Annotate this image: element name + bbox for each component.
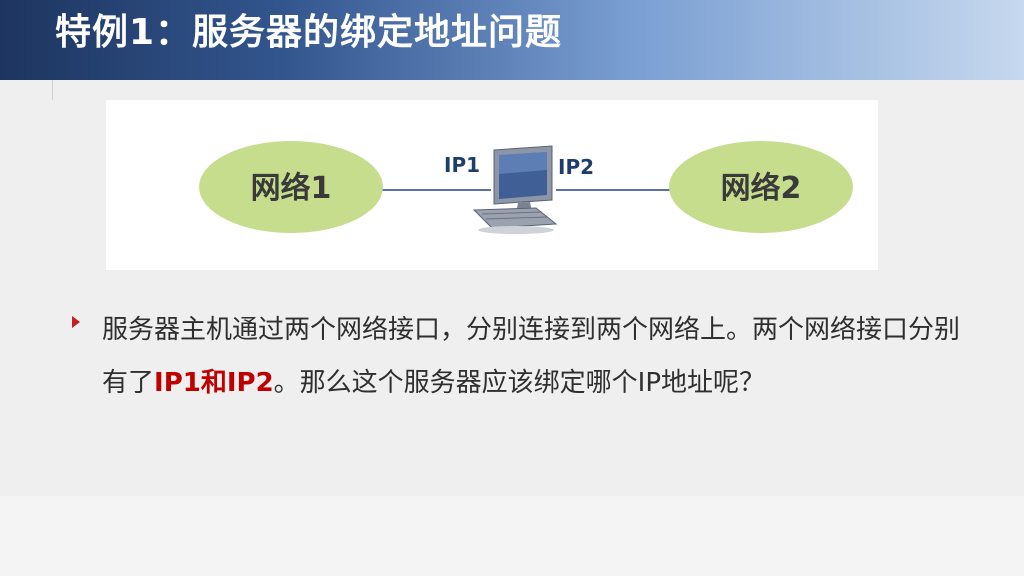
footer-band [0, 496, 1024, 576]
network1-ellipse [199, 141, 383, 233]
network2-label: 网络2 [721, 171, 802, 206]
computer-icon [472, 145, 558, 234]
bullet-text-part1: 服务器主机通过两个网络接口，分别连接到两个网络上。两个网络接口分别有了 [102, 315, 961, 398]
bullet-text: 服务器主机通过两个网络接口，分别连接到两个网络上。两个网络接口分别有了IP1和I… [102, 304, 962, 410]
network2-ellipse [669, 141, 853, 233]
network1-label: 网络1 [251, 171, 332, 206]
network-diagram: 网络1 网络2 IP1 IP2 [106, 100, 878, 270]
bullet-text-part2: 。那么这个服务器应该绑定哪个IP地址呢？ [273, 368, 766, 398]
divider [52, 80, 53, 100]
arrow-bullet-icon [72, 316, 80, 328]
ip2-label: IP2 [558, 155, 594, 179]
page-title: 特例1：服务器的绑定地址问题 [55, 12, 563, 53]
bullet-highlight: IP1和IP2 [154, 368, 274, 398]
title-bar: 特例1：服务器的绑定地址问题 [0, 0, 1024, 80]
ip1-label: IP1 [444, 153, 480, 177]
diagram-svg: 网络1 网络2 IP1 IP2 [199, 141, 853, 234]
